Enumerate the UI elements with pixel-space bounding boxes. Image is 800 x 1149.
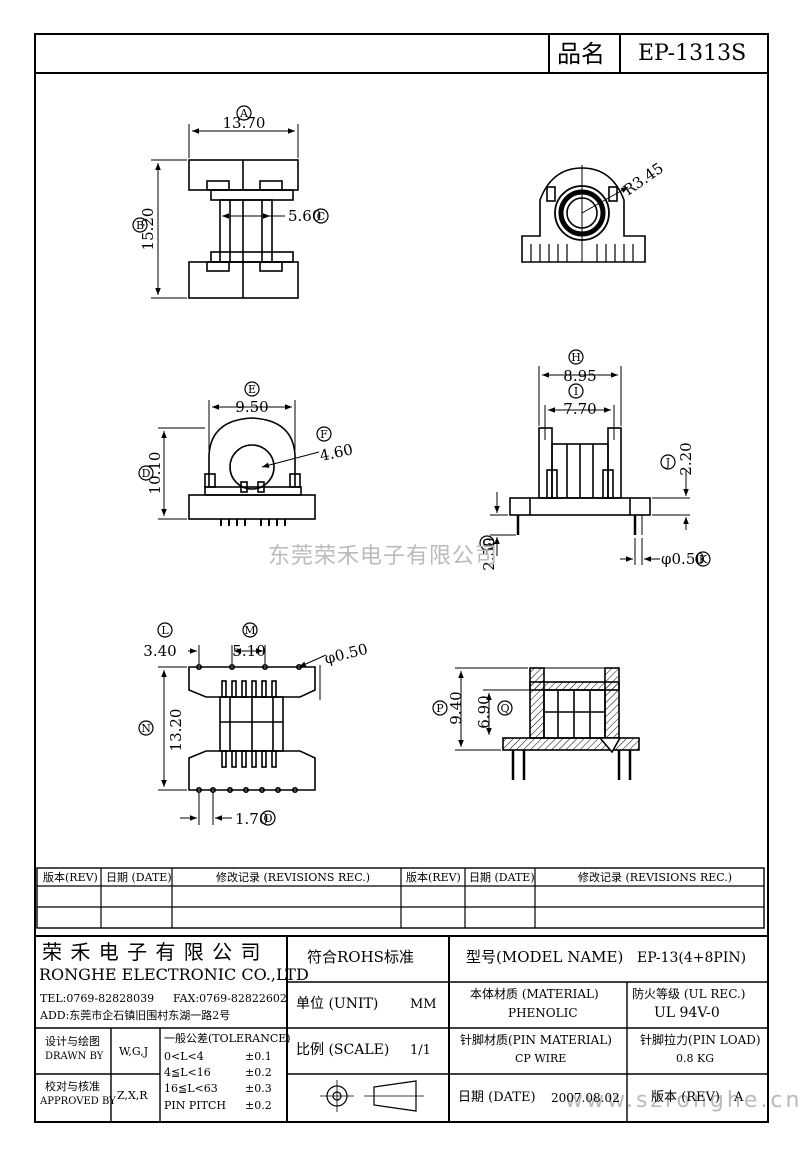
svg-text:J: J <box>665 456 670 469</box>
svg-text:D: D <box>142 467 151 480</box>
svg-text:Q: Q <box>500 702 509 715</box>
dim-n-value: 13.20 <box>167 709 185 752</box>
part-number: EP-1313S <box>638 41 747 66</box>
company-name-cn: 荣 禾 电 子 有 限 公 司 <box>42 940 262 964</box>
svg-text:P: P <box>436 702 444 715</box>
drawn-by-label-cn: 设计与绘图 <box>45 1035 100 1048</box>
tolerance-range-0: 0<L<4 <box>164 1050 204 1063</box>
date-header-1: 日期 (DATE) <box>106 871 172 884</box>
fire-label: 防火等级 (UL REC.) <box>632 987 746 1001</box>
date-header-2: 日期 (DATE) <box>469 871 535 884</box>
pin-load-label: 针脚拉力(PIN LOAD) <box>640 1033 761 1047</box>
unit-label: 单位 (UNIT) <box>296 996 379 1012</box>
scale-label: 比例 (SCALE) <box>296 1042 390 1058</box>
svg-text:K: K <box>699 553 708 566</box>
dim-f-value: 4.60 <box>318 440 354 465</box>
tolerance-value-2: ±0.3 <box>245 1082 272 1095</box>
tolerance-value-0: ±0.1 <box>245 1050 272 1063</box>
drawing-sheet <box>34 33 769 1123</box>
material-value: PHENOLIC <box>508 1006 578 1020</box>
model-value: EP-13(4+8PIN) <box>637 950 747 966</box>
dim-p-value: 9.40 <box>447 691 465 724</box>
material-label: 本体材质 (MATERIAL) <box>470 987 599 1001</box>
dim-m-value: 5.10 <box>232 642 265 660</box>
date-label: 日期 (DATE) <box>458 1090 536 1105</box>
pin-material-label: 针脚材质(PIN MATERIAL) <box>460 1033 612 1047</box>
svg-text:F: F <box>320 428 328 441</box>
view-section-bobbin <box>502 667 640 780</box>
svg-text:I: I <box>574 385 578 398</box>
rohs-label: 符合ROHS标准 <box>307 948 414 966</box>
dim-c-value: 5.60 <box>288 207 321 225</box>
drawn-by-label-en: DRAWN BY <box>45 1051 104 1062</box>
rec-header-2: 修改记录 (REVISIONS REC.) <box>578 871 733 884</box>
approved-by-label-en: APPROVED BY <box>40 1096 116 1107</box>
watermark-company: 东莞荣禾电子有限公司 <box>268 544 499 569</box>
dimension-labels <box>132 105 711 826</box>
svg-text:C: C <box>317 210 325 223</box>
projection-symbol <box>320 1080 424 1112</box>
tolerance-title: 一般公差(TOLERANCE) <box>164 1032 291 1045</box>
tolerance-range-3: PIN PITCH <box>164 1099 226 1112</box>
dim-l-value: 3.40 <box>143 642 176 660</box>
dim-q-value: 6.90 <box>475 695 493 728</box>
tolerance-value-1: ±0.2 <box>245 1066 272 1079</box>
tolerance-range-1: 4≦L<16 <box>164 1066 211 1079</box>
tolerance-value-3: ±0.2 <box>245 1099 272 1112</box>
unit-value: MM <box>410 997 437 1012</box>
pin-load-value: 0.8 KG <box>676 1052 714 1065</box>
dim-d-value: 10.10 <box>146 452 164 495</box>
rec-header-1: 修改记录 (REVISIONS REC.) <box>216 871 371 884</box>
svg-text:O: O <box>263 812 272 825</box>
part-name-label: 品名 <box>557 40 605 68</box>
scale-value: 1/1 <box>410 1043 431 1058</box>
svg-text:N: N <box>141 722 151 735</box>
drawn-by-value: W,G,J <box>119 1045 149 1058</box>
svg-text:B: B <box>136 219 144 232</box>
version-value: A <box>734 1090 744 1105</box>
approved-by-value: Z,X,R <box>117 1089 148 1102</box>
company-address: ADD:东莞市企石镇旧围村东湖一路2号 <box>40 1009 231 1022</box>
svg-text:A: A <box>239 107 249 120</box>
approved-by-label-cn: 校对与核准 <box>45 1080 100 1093</box>
version-label: 版本 (REV) <box>651 1090 720 1105</box>
svg-text:H: H <box>571 351 581 364</box>
dimension-letters: A B C E D F H I J G K L M N O P Q <box>136 107 708 825</box>
svg-text:L: L <box>161 624 169 637</box>
date-value: 2007.08.02 <box>551 1091 620 1105</box>
dim-a-value: 13.70 <box>223 114 266 132</box>
tolerance-range-2: 16≦L<63 <box>164 1082 218 1095</box>
dim-pin-value: φ0.50 <box>323 640 370 668</box>
dim-h-value: 8.95 <box>563 367 596 385</box>
view-bottom-pins <box>188 663 321 793</box>
watermark-url: www.szronghe.cn <box>565 1088 800 1113</box>
dim-j-value: 2.20 <box>677 442 695 475</box>
dimension-values: 13.70 15.20 5.60 R3.45 9.50 10.10 4.60 8… <box>139 114 705 828</box>
company-fax: FAX:0769-82822602 <box>173 992 287 1005</box>
dim-g-value: 2.50 <box>480 537 498 570</box>
rev-header-1: 版本(REV) <box>43 871 98 884</box>
view-side-bobbin <box>509 427 651 535</box>
pin-material-value: CP WIRE <box>515 1052 567 1065</box>
view-top-bobbin <box>188 417 316 526</box>
dim-b-value: 15.20 <box>139 208 157 251</box>
view-end-radius <box>521 165 646 263</box>
fire-value: UL 94V-0 <box>654 1005 720 1021</box>
svg-text:G: G <box>483 537 492 550</box>
dim-i-value: 7.70 <box>563 400 596 418</box>
company-name-en: RONGHE ELECTRONIC CO.,LTD <box>39 965 309 984</box>
dim-o-value: 1.70 <box>235 810 268 828</box>
svg-text:M: M <box>244 624 255 637</box>
svg-text:E: E <box>248 383 256 396</box>
model-label: 型号(MODEL NAME) <box>466 948 624 966</box>
dim-e-value: 9.50 <box>235 398 268 416</box>
company-tel: TEL:0769-82828039 <box>40 992 155 1005</box>
view-front-bobbin <box>188 159 299 299</box>
dim-k-value: φ0.50 <box>661 550 705 568</box>
rev-header-2: 版本(REV) <box>406 871 461 884</box>
dim-r-value: R3.45 <box>620 159 667 199</box>
